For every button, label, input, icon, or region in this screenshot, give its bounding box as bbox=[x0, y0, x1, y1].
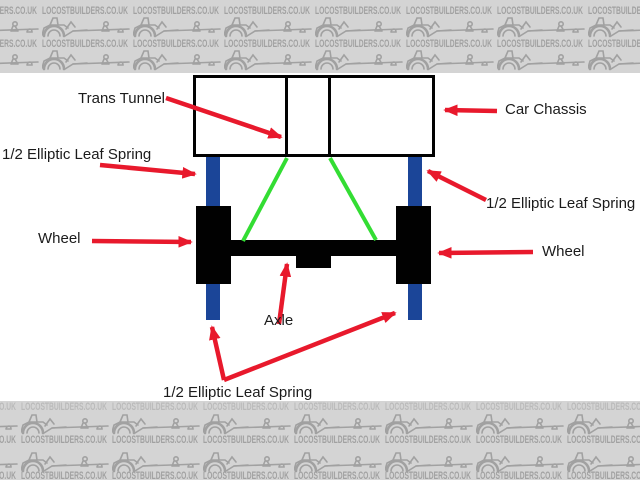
watermark-text: LOCOSTBUILDERS.CO.UK bbox=[406, 5, 492, 17]
watermark-car-icon bbox=[588, 16, 640, 38]
watermark-car-icon bbox=[567, 451, 640, 473]
watermark-car-icon bbox=[315, 16, 404, 38]
watermark-text: LOCOSTBUILDERS.CO.UK bbox=[315, 5, 401, 17]
watermark-car-icon bbox=[497, 49, 586, 71]
watermark-text: LOCOSTBUILDERS.CO.UK bbox=[203, 470, 289, 480]
watermark-text: LOCOSTBUILDERS.CO.UK bbox=[21, 470, 107, 480]
watermark-car-icon bbox=[42, 16, 131, 38]
watermark-text: LOCOSTBUILDERS.CO.UK bbox=[476, 434, 562, 446]
watermark-text: LOCOSTBUILDERS.CO.UK bbox=[385, 401, 471, 413]
label-wheel-right: Wheel bbox=[542, 243, 585, 260]
watermark-text: LOCOSTBUILDERS.CO.UK bbox=[21, 401, 107, 413]
watermark-car-icon bbox=[133, 16, 222, 38]
watermark-text: LOCOSTBUILDERS.CO.UK bbox=[0, 470, 16, 480]
watermark-text: LOCOSTBUILDERS.CO.UK bbox=[294, 401, 380, 413]
watermark-text: LOCOSTBUILDERS.CO.UK bbox=[112, 470, 198, 480]
watermark-text: LOCOSTBUILDERS.CO.UK bbox=[567, 401, 640, 413]
watermark-text: LOCOSTBUILDERS.CO.UK bbox=[133, 5, 219, 17]
watermark-text: LOCOSTBUILDERS.CO.UK bbox=[42, 5, 128, 17]
watermark-car-icon bbox=[0, 16, 40, 38]
watermark-text: LOCOSTBUILDERS.CO.UK bbox=[385, 434, 471, 446]
watermark-text: LOCOSTBUILDERS.CO.UK bbox=[476, 401, 562, 413]
watermark-text: LOCOSTBUILDERS.CO.UK bbox=[133, 38, 219, 50]
watermark-car-icon bbox=[112, 451, 201, 473]
label-leaf-spring-bottom: 1/2 Elliptic Leaf Spring bbox=[163, 384, 313, 401]
watermark-car-icon bbox=[294, 451, 383, 473]
label-leaf-spring-left: 1/2 Elliptic Leaf Spring bbox=[2, 146, 152, 163]
watermark-text: LOCOSTBUILDERS.CO.UK bbox=[294, 470, 380, 480]
axle-bar bbox=[225, 240, 405, 256]
watermark-car-icon bbox=[315, 49, 404, 71]
watermark-car-icon bbox=[385, 451, 474, 473]
watermark-text: LOCOSTBUILDERS.CO.UK bbox=[476, 470, 562, 480]
watermark-text: LOCOSTBUILDERS.CO.UK bbox=[21, 434, 107, 446]
label-trans-tunnel: Trans Tunnel bbox=[78, 90, 165, 107]
label-axle: Axle bbox=[264, 312, 294, 329]
watermark-car-icon bbox=[497, 16, 586, 38]
watermark-text: LOCOSTBUILDERS.CO.UK bbox=[0, 401, 16, 413]
watermark-car-icon bbox=[112, 413, 201, 435]
watermark-text: LOCOSTBUILDERS.CO.UK bbox=[0, 5, 37, 17]
watermark-text: LOCOSTBUILDERS.CO.UK bbox=[0, 38, 37, 50]
watermark-text: LOCOSTBUILDERS.CO.UK bbox=[224, 38, 310, 50]
watermark-car-icon bbox=[42, 49, 131, 71]
label-wheel-left: Wheel bbox=[38, 230, 81, 247]
watermark-car-icon bbox=[385, 413, 474, 435]
watermark-car-icon bbox=[406, 16, 495, 38]
watermark-text: LOCOSTBUILDERS.CO.UK bbox=[497, 38, 583, 50]
watermark-text: LOCOSTBUILDERS.CO.UK bbox=[42, 38, 128, 50]
watermark-text: LOCOSTBUILDERS.CO.UK bbox=[385, 470, 471, 480]
trans-tunnel-wall-left bbox=[285, 78, 288, 154]
watermark-text: LOCOSTBUILDERS.CO.UK bbox=[567, 470, 640, 480]
watermark-car-icon bbox=[476, 413, 565, 435]
watermark-car-icon bbox=[406, 49, 495, 71]
watermark-car-icon bbox=[0, 49, 40, 71]
watermark-text: LOCOSTBUILDERS.CO.UK bbox=[406, 38, 492, 50]
watermark-text: LOCOSTBUILDERS.CO.UK bbox=[294, 434, 380, 446]
label-car-chassis: Car Chassis bbox=[505, 101, 587, 118]
watermark-car-icon bbox=[224, 49, 313, 71]
watermark-car-icon bbox=[588, 49, 640, 71]
watermark-car-icon bbox=[224, 16, 313, 38]
watermark-text: LOCOSTBUILDERS.CO.UK bbox=[112, 401, 198, 413]
watermark-car-icon bbox=[476, 451, 565, 473]
watermark-car-icon bbox=[133, 49, 222, 71]
watermark-text: LOCOSTBUILDERS.CO.UK bbox=[567, 434, 640, 446]
watermark-text: LOCOSTBUILDERS.CO.UK bbox=[497, 5, 583, 17]
label-leaf-spring-right: 1/2 Elliptic Leaf Spring bbox=[486, 195, 636, 212]
watermark-band-top: LOCOSTBUILDERS.CO.UK LOCOSTBUILDERS.CO.UK… bbox=[0, 0, 640, 73]
watermark-car-icon bbox=[294, 413, 383, 435]
watermark-band-bottom: LOCOSTBUILDERS.CO.UK LOCOSTBUILDERS.CO.UK… bbox=[0, 401, 640, 480]
diff-bump bbox=[296, 256, 331, 268]
watermark-car-icon bbox=[567, 413, 640, 435]
trans-tunnel-wall-right bbox=[328, 78, 331, 154]
watermark-text: LOCOSTBUILDERS.CO.UK bbox=[588, 5, 640, 17]
watermark-car-icon bbox=[0, 451, 19, 473]
watermark-car-icon bbox=[203, 413, 292, 435]
car-chassis-box bbox=[193, 75, 435, 157]
watermark-text: LOCOSTBUILDERS.CO.UK bbox=[315, 38, 401, 50]
watermark-text: LOCOSTBUILDERS.CO.UK bbox=[112, 434, 198, 446]
watermark-text: LOCOSTBUILDERS.CO.UK bbox=[224, 5, 310, 17]
watermark-car-icon bbox=[0, 413, 19, 435]
watermark-car-icon bbox=[21, 413, 110, 435]
watermark-text: LOCOSTBUILDERS.CO.UK bbox=[588, 38, 640, 50]
watermark-car-icon bbox=[203, 451, 292, 473]
watermark-car-icon bbox=[21, 451, 110, 473]
watermark-text: LOCOSTBUILDERS.CO.UK bbox=[203, 434, 289, 446]
watermark-text: LOCOSTBUILDERS.CO.UK bbox=[0, 434, 16, 446]
watermark-text: LOCOSTBUILDERS.CO.UK bbox=[203, 401, 289, 413]
